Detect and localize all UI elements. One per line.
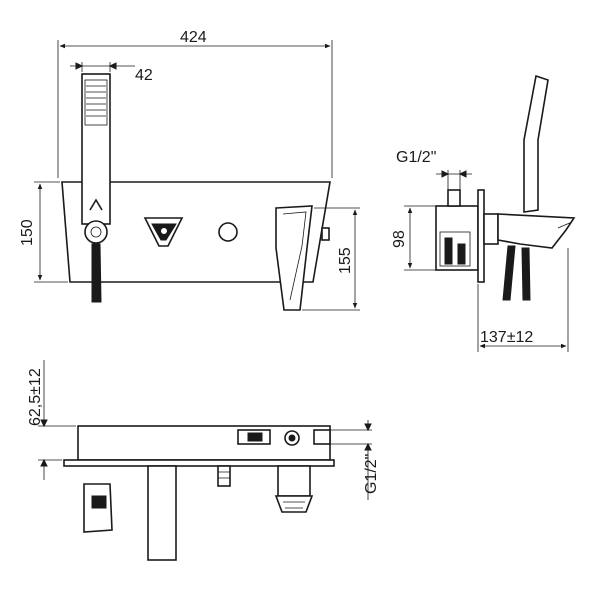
dim-depth: 137±12 — [480, 329, 533, 346]
dim-inlet-thread-side: G1/2" — [396, 149, 436, 166]
dim-overall-width: 424 — [180, 29, 207, 46]
front-view: 424 42 150 155 — [19, 29, 360, 311]
dim-body-height: 150 — [19, 219, 36, 246]
side-body — [435, 205, 479, 271]
diverter-logo — [143, 217, 184, 247]
side-hand-shower — [523, 74, 549, 213]
selector-knob — [218, 222, 238, 242]
dim-inlet-thread-bottom: G1/2" — [363, 454, 380, 494]
side-inlet — [447, 189, 461, 207]
shower-hose — [91, 243, 102, 303]
wall-plate — [477, 189, 485, 283]
side-view: G1/2" 98 137±12 — [391, 74, 576, 352]
top-wall-strip — [63, 459, 335, 467]
top-outlet — [277, 465, 311, 497]
dim-wall-projection: 62,5±12 — [27, 368, 44, 426]
dim-side-height: 98 — [391, 230, 408, 248]
side-spout — [497, 213, 576, 249]
hose-connector — [84, 220, 108, 244]
dim-hand-shower-width: 42 — [135, 67, 153, 84]
top-spout — [147, 465, 177, 561]
side-hose — [502, 245, 516, 301]
dim-spout-height: 155 — [337, 247, 354, 274]
mixer-body — [61, 181, 331, 283]
mixer-lever — [275, 205, 313, 311]
top-view: 62,5±12 G1/2" — [27, 360, 380, 561]
